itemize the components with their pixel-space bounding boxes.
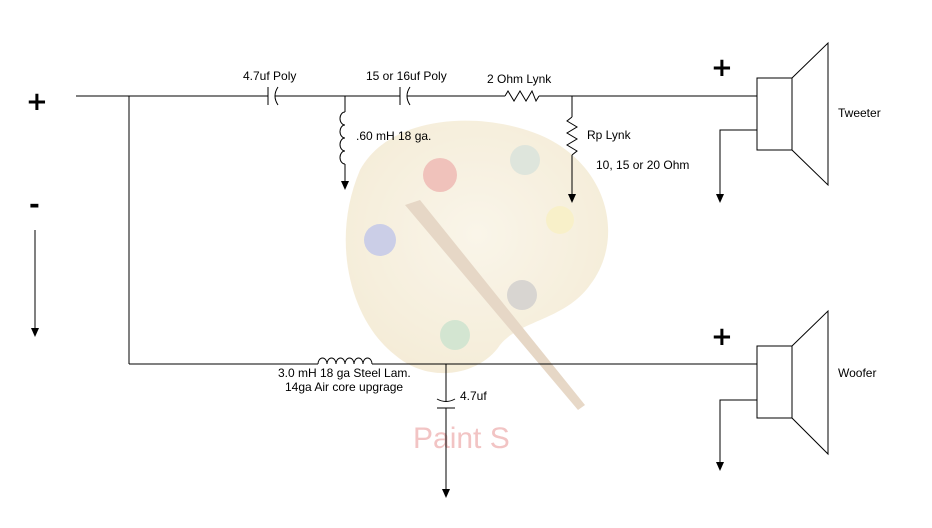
woofer-label: Woofer bbox=[838, 366, 876, 380]
input-plus-sign: + bbox=[26, 87, 48, 117]
capacitor-2-label: 15 or 16uf Poly bbox=[366, 69, 447, 83]
resistor-parallel-values: 10, 15 or 20 Ohm bbox=[596, 158, 689, 172]
inductor-shunt-tweeter-label: .60 mH 18 ga. bbox=[356, 129, 431, 143]
inductor-series-woofer bbox=[317, 357, 373, 365]
ground-arrow-input bbox=[31, 230, 39, 337]
capacitor-woofer-label: 4.7uf bbox=[460, 389, 487, 403]
input-minus-sign: - bbox=[29, 190, 40, 220]
resistor-series-label: 2 Ohm Lynk bbox=[487, 72, 552, 86]
tweeter-speaker-icon bbox=[756, 41, 829, 187]
woofer-plus-sign: + bbox=[711, 322, 733, 352]
inductor-woofer-label-line1: 3.0 mH 18 ga Steel Lam. bbox=[278, 366, 411, 380]
resistor-parallel-label: Rp Lynk bbox=[587, 128, 632, 142]
inductor-woofer-label-line2: 14ga Air core upgrage bbox=[285, 380, 403, 394]
woofer-ground-arrow bbox=[716, 399, 757, 471]
tweeter-label: Tweeter bbox=[838, 106, 881, 120]
paint-palette-watermark-icon bbox=[345, 120, 609, 410]
woofer-speaker-icon bbox=[756, 309, 829, 456]
tweeter-plus-sign: + bbox=[711, 53, 733, 83]
resistor-series bbox=[504, 89, 540, 103]
capacitor-2 bbox=[399, 86, 411, 106]
watermark-text: Paint S bbox=[413, 422, 510, 455]
capacitor-shunt-woofer bbox=[436, 364, 456, 498]
inductor-shunt-tweeter bbox=[339, 96, 349, 190]
capacitor-1-label: 4.7uf Poly bbox=[243, 69, 296, 83]
capacitor-1 bbox=[267, 86, 279, 106]
tweeter-ground-arrow bbox=[716, 129, 757, 203]
resistor-parallel-rp bbox=[566, 96, 578, 203]
